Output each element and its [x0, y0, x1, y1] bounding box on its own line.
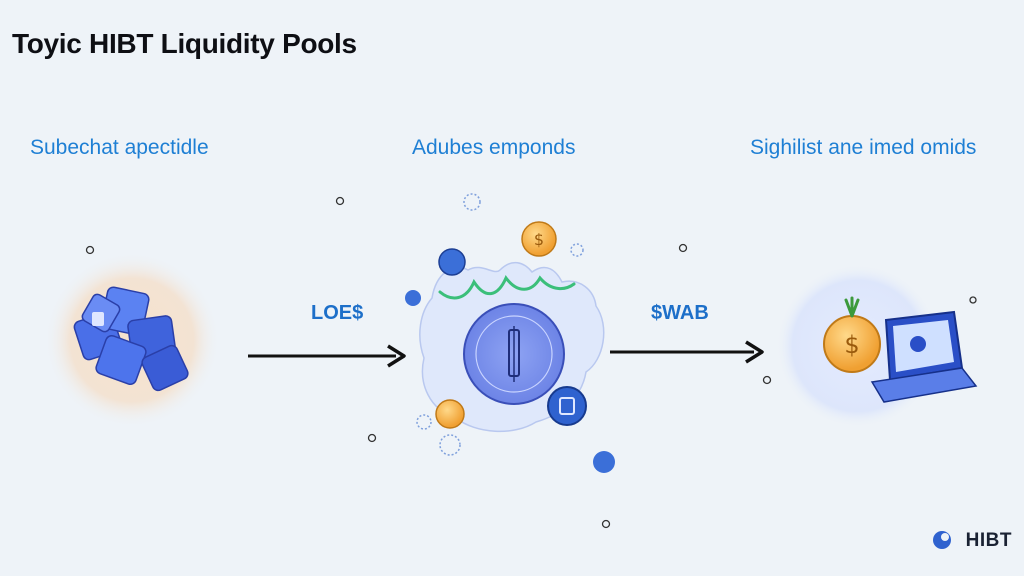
- arrow-right-icon: [248, 344, 406, 368]
- flow-label-1: LOE$: [311, 302, 364, 324]
- brand-name: HIBT: [965, 530, 1012, 551]
- stage-heading-1: Subechat apectidle: [30, 136, 209, 159]
- svg-text:$: $: [844, 331, 859, 359]
- coin-icon: [435, 399, 465, 429]
- stage-heading-3: Sighilist ane imed omids: [750, 136, 977, 159]
- stage-heading-2: Adubes emponds: [412, 136, 576, 159]
- dot-icon: [85, 196, 977, 529]
- brand-logo: HIBT: [944, 530, 1012, 552]
- flow-label-2: $WAB: [651, 302, 709, 324]
- coin-icon: $: [521, 221, 557, 257]
- diagram-title: Toyic HIBT Liquidity Pools: [12, 28, 357, 59]
- cube-cluster-icon: [44, 252, 220, 428]
- token-icon: [405, 248, 615, 473]
- hibt-logo-icon: [933, 531, 951, 549]
- arrow-right-icon: [610, 340, 764, 364]
- sparkle-icon: [416, 193, 584, 456]
- laptop-coin-icon: $: [776, 264, 978, 428]
- svg-text:$: $: [534, 230, 544, 249]
